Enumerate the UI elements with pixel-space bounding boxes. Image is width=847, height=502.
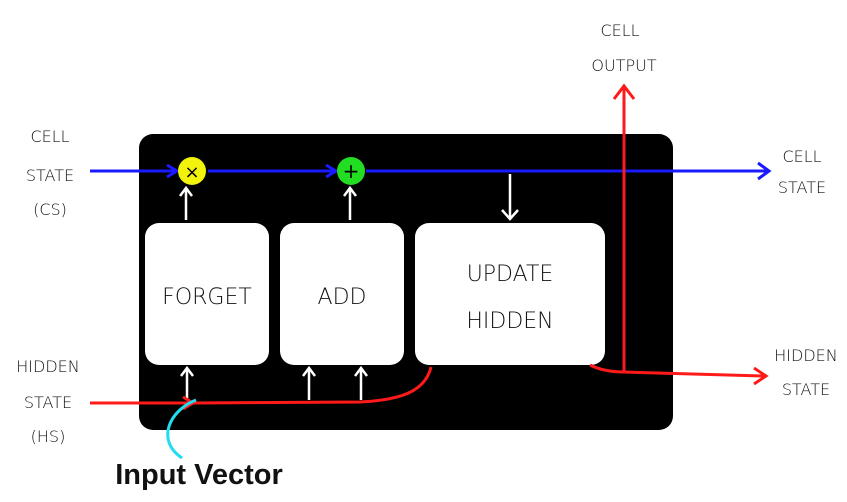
input-vector-label: Input Vector [115, 459, 283, 491]
svg-text:(CS): (CS) [33, 200, 67, 219]
svg-text:STATE: STATE [782, 380, 830, 399]
svg-text:CELL: CELL [600, 21, 639, 40]
cell-state-out-label: CELL STATE [778, 147, 826, 197]
update-hidden-label-line2: HIDDEN [466, 309, 553, 334]
add-gate-label: ADD [318, 285, 367, 310]
input-vector-marker [166, 398, 197, 460]
add-symbol: + [343, 159, 360, 183]
internal-arrows [179, 174, 519, 400]
svg-text:STATE: STATE [26, 166, 74, 185]
update-hidden-gate: UPDATE HIDDEN [415, 223, 605, 365]
svg-text:STATE: STATE [778, 178, 826, 197]
forget-gate: FORGET [145, 223, 269, 365]
svg-text:STATE: STATE [24, 393, 72, 412]
cell-output-label: CELL OUTPUT [591, 21, 656, 75]
svg-text:HIDDEN: HIDDEN [16, 357, 79, 376]
add-gate: ADD [280, 223, 404, 365]
multiply-symbol: × [184, 162, 199, 183]
svg-text:CELL: CELL [30, 127, 69, 146]
forget-gate-label: FORGET [162, 285, 252, 310]
svg-text:(HS): (HS) [31, 427, 66, 446]
hidden-state-in-label: HIDDEN STATE (HS) [16, 357, 79, 446]
hidden-state-out-label: HIDDEN STATE [774, 346, 837, 399]
svg-text:CELL: CELL [782, 147, 821, 166]
update-hidden-label-line1: UPDATE [467, 262, 554, 287]
multiply-node: × [178, 157, 206, 185]
svg-text:OUTPUT: OUTPUT [591, 56, 656, 75]
cell-state-in-label: CELL STATE (CS) [26, 127, 74, 219]
hidden-state-line [90, 83, 769, 411]
svg-text:HIDDEN: HIDDEN [774, 346, 837, 365]
cell-state-line [90, 161, 772, 181]
add-node: + [337, 157, 365, 185]
